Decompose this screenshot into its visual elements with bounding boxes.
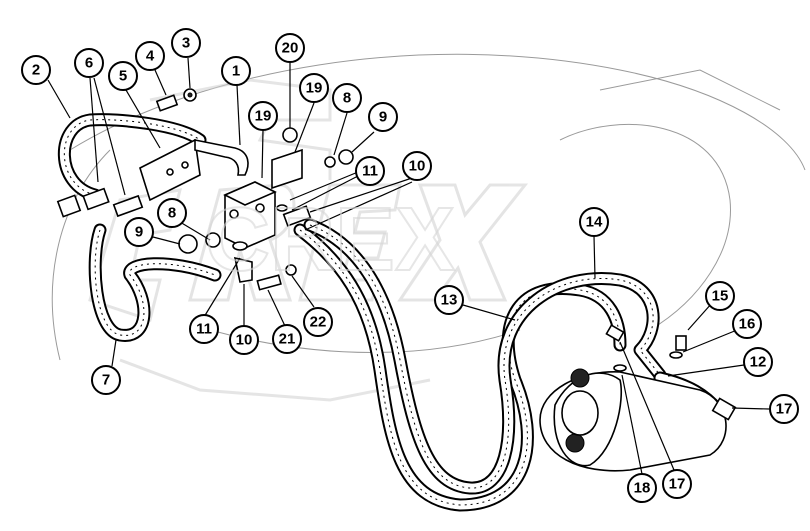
hose-14 [303,218,667,495]
elbow-fitting-1 [194,139,249,176]
svg-text:8: 8 [343,90,351,107]
callout-19-left: 19 [248,101,278,131]
svg-text:10: 10 [409,158,426,175]
oring-11-upper [276,204,288,212]
motor-port [561,390,599,436]
svg-text:14: 14 [586,214,603,231]
svg-text:21: 21 [279,331,296,348]
motor-bolt-lower [565,433,585,453]
washer-8-lower [205,232,221,248]
elbow-10-lower [233,256,253,283]
callout-1: 1 [221,56,251,86]
svg-text:18: 18 [634,480,651,497]
callout-19-right: 19 [299,73,329,103]
svg-text:5: 5 [119,68,127,85]
svg-text:1: 1 [232,63,240,80]
callout-10-lower: 10 [229,325,259,355]
svg-text:20: 20 [282,40,299,57]
svg-text:11: 11 [196,321,212,338]
svg-text:2: 2 [32,62,40,79]
mounting-plate [139,138,201,202]
watermark-text: CREX [205,190,455,290]
callout-10-upper: 10 [402,151,432,181]
motor-bolt-upper [570,368,590,388]
bolt-21 [256,274,282,291]
svg-text:13: 13 [441,292,458,309]
callout-9-lower: 9 [124,217,154,247]
callout-7: 7 [91,365,121,395]
svg-text:22: 22 [310,314,327,331]
svg-text:15: 15 [712,288,729,305]
svg-text:7: 7 [102,372,110,389]
bolt-15 [675,335,687,351]
svg-text:17: 17 [776,401,793,418]
svg-text:10: 10 [236,332,253,349]
callout-9-upper: 9 [368,102,398,132]
nut-20 [282,127,298,143]
callout-6: 6 [74,48,104,78]
valve-block [223,181,277,249]
leader-lines [47,57,770,475]
bolt-4 [155,94,179,112]
callout-4: 4 [135,41,165,71]
svg-text:8: 8 [168,205,176,222]
svg-text:16: 16 [739,316,756,333]
svg-text:4: 4 [146,48,155,65]
callout-11-upper: 11 [355,156,385,186]
nut-9-upper [338,149,354,165]
callout-20: 20 [275,33,305,63]
callout-13: 13 [434,285,464,315]
fitting-10-upper [282,205,312,227]
svg-text:19: 19 [255,108,272,125]
fitting-17-right [711,397,737,421]
svg-text:11: 11 [362,163,378,180]
hose-13 [293,223,627,512]
washer-8-upper [324,156,336,168]
callout-14: 14 [579,207,609,237]
svg-text:19: 19 [306,80,323,97]
callout-2: 2 [21,55,51,85]
svg-text:6: 6 [85,55,93,72]
callout-17-lower: 17 [662,469,692,499]
fittings-6 [56,187,144,218]
hose-7 [88,223,222,342]
callout-18: 18 [627,473,657,503]
svg-text:12: 12 [750,354,767,371]
svg-text:17: 17 [669,476,686,493]
callout-12: 12 [743,347,773,377]
callout-16: 16 [732,309,762,339]
washer-22 [285,264,297,276]
washer-16 [669,351,683,359]
callout-17-right: 17 [769,394,799,424]
small-parts [155,88,737,421]
hydraulic-motor [539,368,727,472]
fitting-17-left [605,324,625,342]
bracket-19 [271,148,303,190]
oring-11-lower [232,241,248,251]
callout-8-lower: 8 [157,198,187,228]
callout-3: 3 [171,28,201,58]
hose-2 [57,113,207,202]
oring-18 [613,364,627,372]
callout-11-lower: 11 [189,314,219,344]
callout-22: 22 [303,307,333,337]
callout-21: 21 [272,324,302,354]
svg-text:9: 9 [379,109,387,126]
callout-8-upper: 8 [332,83,362,113]
svg-text:9: 9 [135,224,143,241]
callout-5: 5 [108,61,138,91]
callout-15: 15 [705,281,735,311]
nut-9-lower [178,234,198,254]
svg-text:3: 3 [182,35,190,52]
